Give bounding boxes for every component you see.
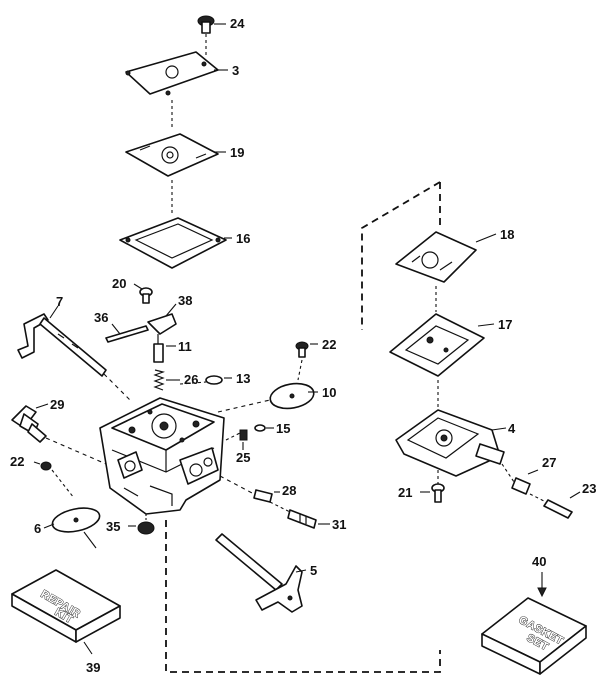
label-4: 4	[508, 421, 516, 436]
part-36-pin	[105, 323, 149, 343]
part-39-repair-kit: REPAIR KIT	[11, 569, 121, 655]
part-25-screw	[239, 429, 248, 450]
part-26-spring	[153, 369, 180, 391]
label-27: 27	[542, 455, 556, 470]
part-40-gasket-set: GASKET SET	[481, 572, 587, 675]
part-21-screw	[420, 470, 445, 503]
label-24: 24	[230, 16, 245, 31]
part-15-pin	[254, 424, 274, 432]
label-31: 31	[332, 517, 346, 532]
part-38-lever	[147, 303, 177, 335]
part-24-screw	[197, 15, 226, 34]
label-16: 16	[236, 231, 250, 246]
part-6-disk	[43, 507, 101, 549]
label-5: 5	[310, 563, 317, 578]
part-number-labels: 24 3 19 16 18 17 20 38 7 36 11 22 26 13 …	[10, 16, 596, 675]
assembly-group-boundary	[165, 181, 441, 673]
label-18: 18	[500, 227, 514, 242]
label-22-upper: 22	[322, 337, 336, 352]
part-28-screw	[219, 475, 280, 503]
label-10: 10	[322, 385, 336, 400]
label-28: 28	[282, 483, 296, 498]
part-19-diaphragm	[125, 100, 226, 177]
part-11-needle	[153, 334, 176, 363]
label-29: 29	[50, 397, 64, 412]
label-6: 6	[34, 521, 41, 536]
part-31-needle	[269, 501, 330, 529]
label-36: 36	[94, 310, 108, 325]
part-17-gasket	[389, 286, 495, 377]
part-10-disk	[217, 382, 318, 413]
label-21: 21	[398, 485, 412, 500]
carburetor-body	[99, 397, 243, 515]
label-40: 40	[532, 554, 546, 569]
part-22-screw-lower	[33, 461, 75, 499]
label-23: 23	[582, 481, 596, 496]
part-35-screen	[128, 514, 155, 535]
label-19: 19	[230, 145, 244, 160]
part-4-pump-body	[395, 380, 507, 477]
label-15: 15	[276, 421, 290, 436]
part-27-fitting	[501, 463, 539, 495]
label-20: 20	[112, 276, 126, 291]
label-22-lower: 22	[10, 454, 24, 469]
label-35: 35	[106, 519, 120, 534]
part-7-choke-shaft	[17, 305, 131, 401]
label-25: 25	[236, 450, 250, 465]
label-13: 13	[236, 371, 250, 386]
part-22-screw-upper	[295, 341, 318, 381]
label-11: 11	[178, 339, 192, 354]
part-23-needle	[529, 491, 581, 519]
part-20-screw	[133, 283, 153, 304]
part-5-throttle-shaft	[215, 533, 307, 613]
label-39: 39	[86, 660, 100, 675]
label-26: 26	[184, 372, 198, 387]
label-17: 17	[498, 317, 512, 332]
part-16-gasket	[119, 180, 232, 269]
label-3: 3	[232, 63, 239, 78]
part-3-cover	[125, 34, 228, 96]
label-7: 7	[56, 294, 63, 309]
part-13-washer	[179, 375, 232, 385]
label-38: 38	[178, 293, 192, 308]
part-18-cover	[395, 231, 497, 283]
